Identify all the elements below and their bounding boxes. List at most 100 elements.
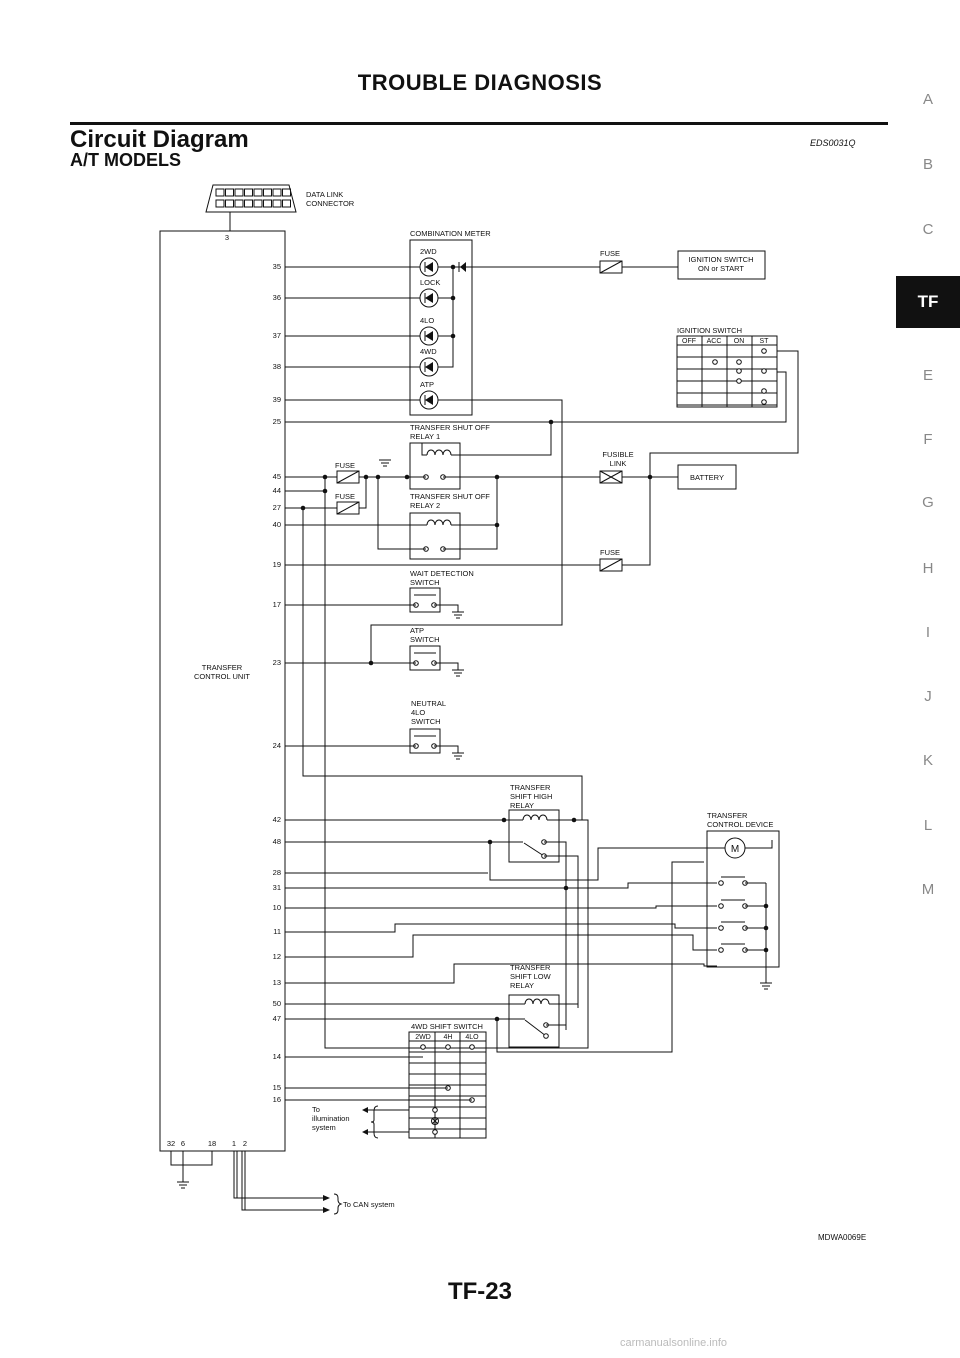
contact — [718, 925, 724, 931]
connector-pin — [253, 188, 263, 197]
wire — [170, 1151, 213, 1166]
tcu-label: CONTROL UNIT — [194, 672, 250, 681]
connector-pin — [234, 188, 244, 197]
pin-label: 48 — [273, 837, 281, 846]
wire — [649, 350, 799, 477]
brace — [370, 1105, 379, 1139]
wire — [302, 508, 583, 820]
neutral-4lo-switch — [409, 728, 441, 754]
section-tab-m[interactable]: M — [921, 881, 935, 898]
shift-high-relay-label: RELAY — [510, 801, 534, 810]
section-tab-a[interactable]: A — [922, 91, 933, 108]
motor-label: M — [731, 844, 739, 855]
section-tab-j[interactable]: J — [924, 688, 932, 705]
connector-pin — [225, 199, 234, 208]
junction-dot — [763, 925, 769, 931]
watermark: carmanualsonline.info — [620, 1337, 728, 1349]
connector-pin — [282, 188, 291, 197]
lamp-label: 2WD — [420, 247, 437, 256]
can-wire — [233, 1151, 328, 1199]
shift-col-label: 2WD — [415, 1034, 431, 1041]
relay-coil — [426, 449, 452, 456]
junction-dot — [450, 333, 456, 339]
neutral-4lo-switch-label: SWITCH — [411, 717, 441, 726]
battery — [677, 464, 737, 490]
shift-low-relay-label: RELAY — [510, 981, 534, 990]
pin-label: 47 — [273, 1014, 281, 1023]
pin-label: 45 — [273, 472, 281, 481]
pin-label: 24 — [273, 741, 281, 750]
pin-label: 39 — [273, 395, 281, 404]
figure-code: MDWA0069E — [818, 1233, 867, 1242]
contact — [432, 1107, 438, 1113]
arrow — [362, 1107, 368, 1113]
wire — [434, 745, 459, 753]
connector-pin — [263, 199, 272, 208]
transfer-control-device-label: CONTROL DEVICE — [707, 820, 773, 829]
section-tab-g[interactable]: G — [922, 494, 934, 511]
wire — [434, 604, 459, 612]
section-tab-f[interactable]: F — [923, 431, 933, 448]
pin-label: 11 — [273, 927, 281, 936]
section-tab-tf[interactable]: TF — [896, 276, 960, 328]
junction-dot — [763, 903, 769, 909]
ignition-col-label: ACC — [707, 338, 722, 345]
lamp-diode — [425, 293, 433, 303]
connector-pin — [234, 199, 244, 208]
section-tab-k[interactable]: K — [922, 752, 933, 769]
atp-switch-label: ATP — [410, 626, 424, 635]
wire — [359, 477, 367, 509]
section-subtitle: A/T MODELS — [70, 150, 181, 170]
fuse-symbol — [599, 260, 623, 274]
relay-2-label: RELAY 2 — [410, 501, 440, 510]
page-number: TF-23 — [447, 1278, 512, 1305]
fuse-label: FUSE — [335, 461, 355, 470]
connector-pin — [272, 188, 282, 197]
wire — [285, 923, 717, 933]
ignition-switch-on-start — [677, 250, 766, 280]
relay-coil — [426, 519, 452, 526]
ignition-switch-label: IGNITION SWITCH — [677, 326, 742, 335]
wire — [377, 477, 426, 550]
shift-high-relay-label: SHIFT HIGH — [510, 792, 552, 801]
section-tab-c[interactable]: C — [922, 221, 934, 238]
wait-detection-switch — [409, 587, 441, 613]
brace — [333, 1193, 343, 1215]
section-tab-h[interactable]: H — [922, 560, 934, 577]
can-system-label: To CAN system — [343, 1200, 395, 1209]
shift-col-label: 4LO — [465, 1034, 479, 1041]
contact — [736, 359, 742, 365]
junction-dot — [450, 264, 456, 270]
illumination-lamp — [431, 1117, 439, 1125]
contact — [432, 1129, 438, 1135]
wire — [285, 963, 717, 984]
fuse-label: FUSE — [600, 249, 620, 258]
illumination-label: illumination — [312, 1114, 350, 1123]
shift-col-label: 4H — [444, 1034, 453, 1041]
contact — [736, 378, 742, 384]
section-tab-e[interactable]: E — [922, 367, 933, 384]
pin-label: 6 — [181, 1139, 185, 1148]
relay-1-label: TRANSFER SHUT OFF — [410, 423, 490, 432]
lamp-diode — [425, 331, 433, 341]
connector-pin — [253, 199, 263, 208]
junction-dot — [501, 817, 507, 823]
transfer-control-unit — [159, 230, 286, 1152]
junction-dot — [450, 295, 456, 301]
section-tab-b[interactable]: B — [922, 156, 933, 173]
pin-label: 28 — [273, 868, 281, 877]
wire — [285, 905, 717, 909]
connector-pin — [244, 199, 253, 208]
connector-pin — [225, 188, 234, 197]
contact — [712, 359, 718, 365]
ignition-col-label: ST — [760, 338, 770, 345]
section-tab-l[interactable]: L — [923, 817, 933, 834]
pin-label: 31 — [273, 883, 281, 892]
wire — [285, 934, 717, 958]
pin-label: 32 — [167, 1139, 175, 1148]
shift-low-relay-label: SHIFT LOW — [510, 972, 552, 981]
transfer-control-device-label: TRANSFER — [707, 811, 748, 820]
pin-label: 2 — [243, 1139, 247, 1148]
section-tab-i[interactable]: I — [925, 624, 931, 641]
connector-pin — [215, 199, 225, 208]
